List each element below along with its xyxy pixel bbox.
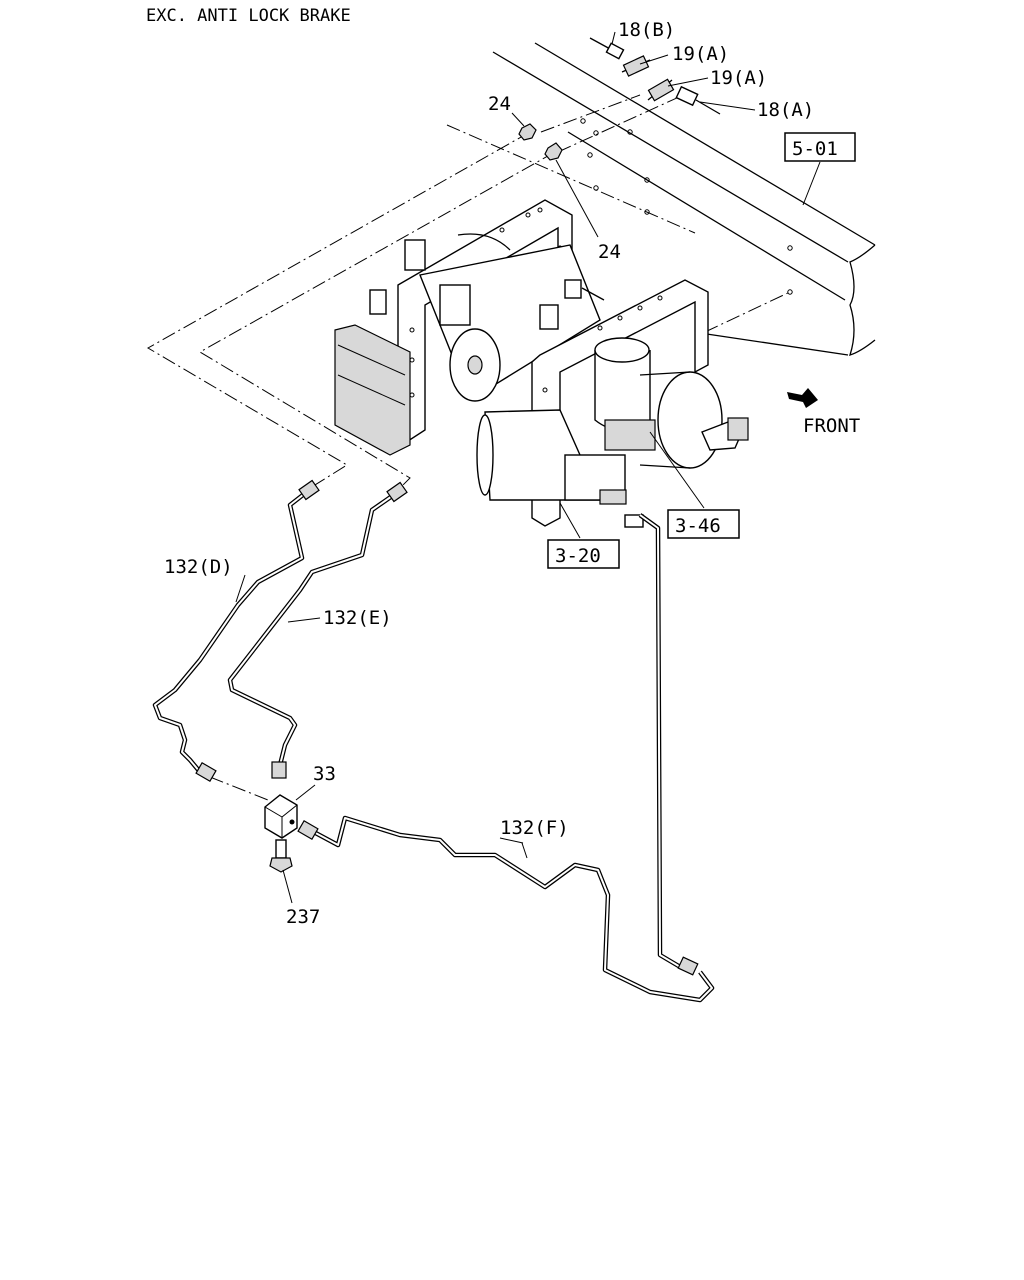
pipe-132e [227, 492, 397, 766]
ref-box-3-46 [667, 509, 740, 539]
label-24-top: 24 [488, 93, 511, 115]
pipe-132d [152, 489, 310, 774]
heat-shield [334, 324, 411, 456]
nut-24-bottom [544, 142, 563, 161]
elbow-fitting-right [701, 417, 749, 451]
label-18b: 18(B) [618, 19, 675, 41]
label-19a-lower: 19(A) [710, 67, 767, 89]
label-132e: 132(E) [323, 607, 392, 629]
label-24-bottom: 24 [598, 241, 621, 263]
label-132f: 132(F) [500, 817, 569, 839]
label-132d: 132(D) [164, 556, 233, 578]
pipe-end-fittings [195, 479, 699, 976]
fitting-19a-right [647, 78, 675, 102]
junction-block [264, 794, 298, 839]
ref-box-3-20 [547, 539, 620, 569]
ref-3-46: 3-46 [675, 515, 721, 537]
leader-lines [235, 31, 821, 904]
label-237: 237 [286, 906, 320, 928]
diagram-title: EXC. ANTI LOCK BRAKE [146, 6, 351, 26]
pipe-from-dryer [638, 513, 684, 970]
elbow-fitting-upper [564, 279, 605, 301]
air-tank-lower [476, 409, 644, 528]
ref-3-20: 3-20 [555, 545, 601, 567]
alignment-lines [146, 91, 791, 801]
label-33: 33 [313, 763, 336, 785]
front-label: FRONT [803, 415, 860, 437]
front-arrow [787, 388, 818, 408]
label-18a: 18(A) [757, 99, 814, 121]
ref-box-5-01 [784, 132, 856, 162]
ref-5-01: 5-01 [792, 138, 838, 160]
fitting-18a [675, 85, 721, 115]
bolt-237 [269, 839, 293, 873]
label-19a-upper: 19(A) [672, 43, 729, 65]
fitting-19a-left [621, 55, 651, 77]
air-dryer [594, 337, 723, 469]
nut-24-top [518, 123, 537, 141]
pipe-132f [308, 815, 715, 1003]
frame-rail [492, 42, 876, 356]
fitting-18b [589, 37, 625, 60]
cylinder-upper [369, 233, 601, 402]
